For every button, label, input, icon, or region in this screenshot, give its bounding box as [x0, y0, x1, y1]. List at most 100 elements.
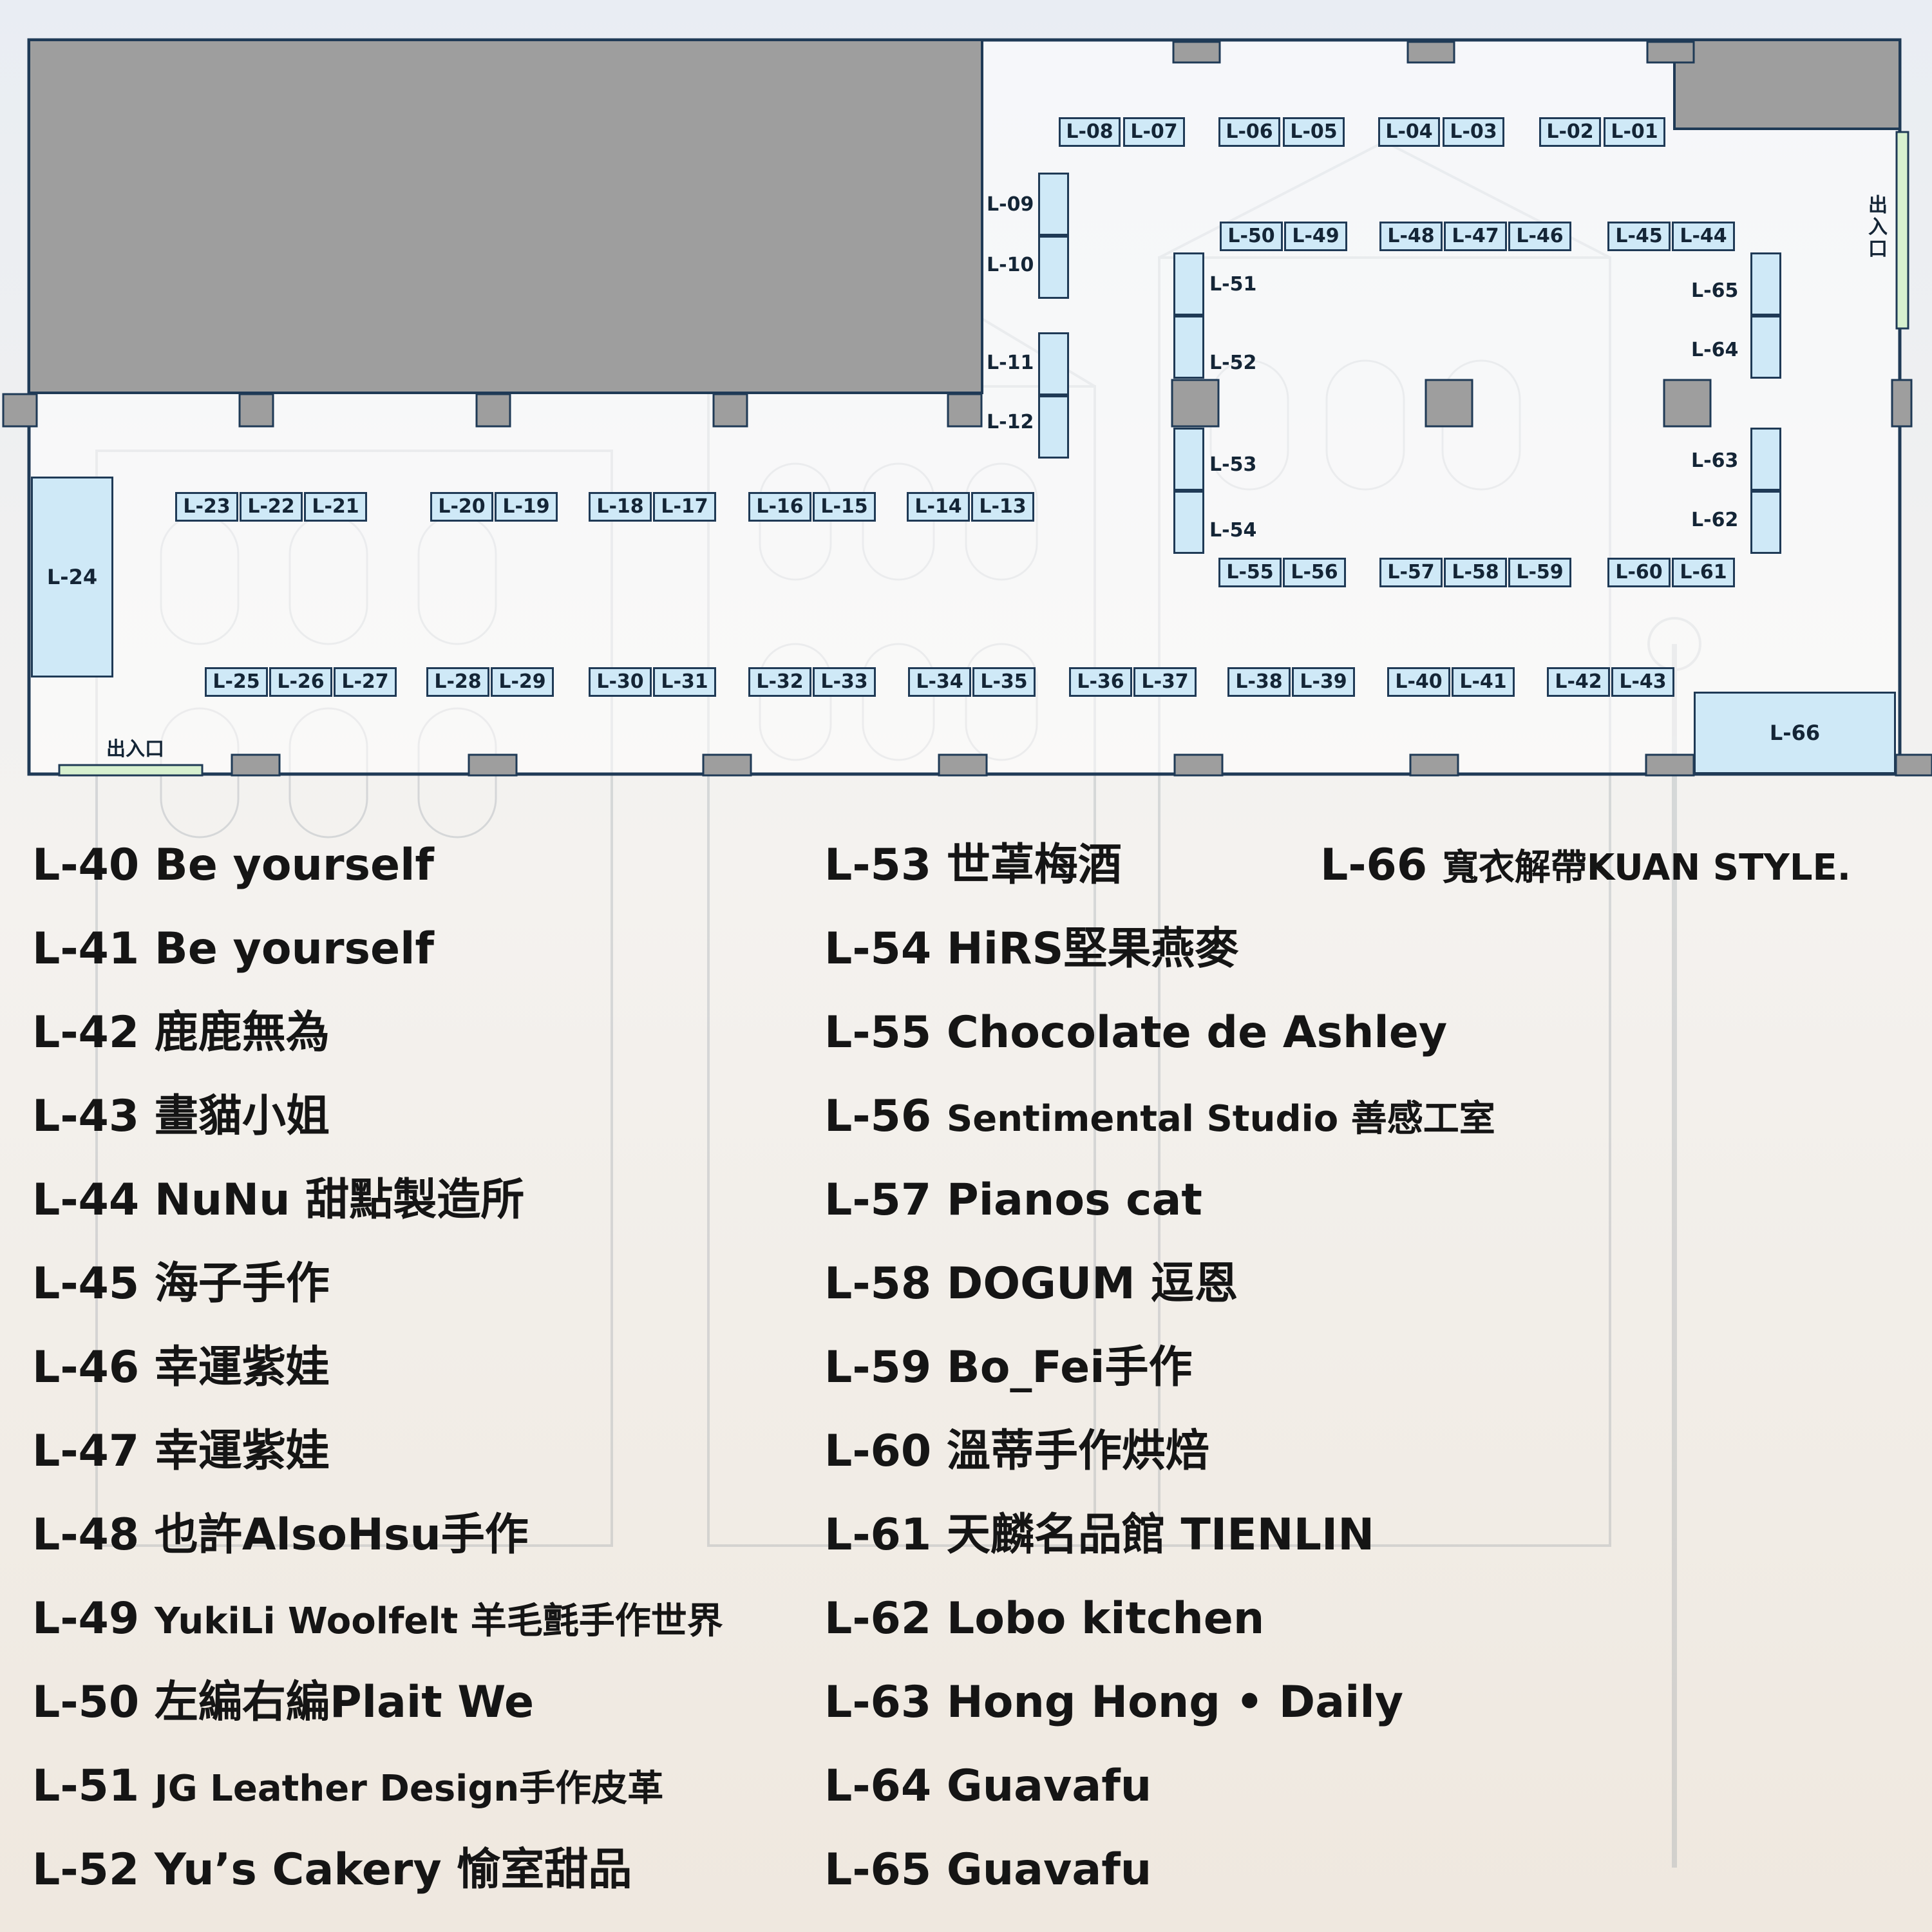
booth-l-44[interactable]: L-44 [1672, 222, 1735, 251]
legend-item: L-62 Lobo kitchen [824, 1593, 1265, 1644]
legend-item: L-60 溫蒂手作烘焙 [824, 1426, 1209, 1477]
reserved-area [28, 39, 983, 394]
exit-label-right: 出入口 [1864, 194, 1887, 260]
booth-l-49[interactable]: L-49 [1284, 222, 1347, 251]
booth-l-58[interactable]: L-58 [1444, 558, 1507, 587]
booth-l-05[interactable]: L-05 [1283, 117, 1345, 147]
booth-l-20[interactable]: L-20 [430, 492, 493, 522]
booth-l-37[interactable]: L-37 [1133, 667, 1197, 697]
booth-l-40[interactable]: L-40 [1387, 667, 1450, 697]
booth-l-19[interactable]: L-19 [495, 492, 558, 522]
booth-label-l54: L-54 [1209, 519, 1257, 542]
booth-l-27[interactable]: L-27 [334, 667, 397, 697]
booth-l-46[interactable]: L-46 [1508, 222, 1571, 251]
booth-l-55[interactable]: L-55 [1218, 558, 1282, 587]
booth-l-47[interactable]: L-47 [1444, 222, 1507, 251]
exit-door-bottom [58, 764, 204, 777]
booth-l-04[interactable]: L-04 [1378, 117, 1440, 147]
booth-l-62[interactable] [1750, 491, 1781, 554]
booth-l-13[interactable]: L-13 [971, 492, 1034, 522]
booth-l-03[interactable]: L-03 [1443, 117, 1504, 147]
booth-l-45[interactable]: L-45 [1607, 222, 1671, 251]
booth-label-l11: L-11 [987, 352, 1034, 374]
booth-l-26[interactable]: L-26 [269, 667, 332, 697]
legend-item: L-65 Guavafu [824, 1844, 1152, 1895]
legend-item: L-66 寬衣解帶KUAN STYLE. [1320, 840, 1852, 891]
legend-item: L-47 幸運紫娃 [32, 1426, 330, 1477]
booth-label-l51: L-51 [1209, 273, 1257, 296]
booth-l-06[interactable]: L-06 [1218, 117, 1280, 147]
booth-l-14[interactable]: L-14 [907, 492, 970, 522]
legend-item: L-50 左編右編Plait We [32, 1677, 535, 1728]
booth-l-35[interactable]: L-35 [972, 667, 1036, 697]
legend-item: L-58 DOGUM 逗恩 [824, 1258, 1238, 1309]
booth-l-51[interactable] [1173, 252, 1204, 316]
booth-l-30[interactable]: L-30 [589, 667, 652, 697]
booth-l-31[interactable]: L-31 [653, 667, 716, 697]
legend-item: L-45 海子手作 [32, 1258, 330, 1309]
booth-l-17[interactable]: L-17 [653, 492, 716, 522]
booth-label-l52: L-52 [1209, 352, 1257, 374]
booth-label-l62: L-62 [1691, 509, 1739, 531]
booth-l-24[interactable]: L-24 [31, 477, 113, 677]
booth-l-18[interactable]: L-18 [589, 492, 652, 522]
booth-l-08[interactable]: L-08 [1059, 117, 1121, 147]
booth-l-28[interactable]: L-28 [426, 667, 489, 697]
booth-l-54[interactable] [1173, 491, 1204, 554]
booth-l-65[interactable] [1750, 252, 1781, 316]
legend-item: L-40 Be yourself [32, 840, 434, 891]
booth-l-12[interactable] [1038, 395, 1069, 459]
legend-item: L-63 Hong Hong • Daily [824, 1677, 1404, 1728]
booth-l-16[interactable]: L-16 [748, 492, 811, 522]
booth-l-01[interactable]: L-01 [1604, 117, 1665, 147]
booth-label-l10: L-10 [987, 254, 1034, 276]
booth-l-36[interactable]: L-36 [1069, 667, 1132, 697]
booth-l-42[interactable]: L-42 [1547, 667, 1610, 697]
booth-l-23[interactable]: L-23 [175, 492, 238, 522]
vendor-legend: L-40 Be yourself L-41 Be yourself L-42 鹿… [0, 818, 1932, 1913]
legend-item: L-55 Chocolate de Ashley [824, 1007, 1448, 1058]
booth-l-32[interactable]: L-32 [748, 667, 811, 697]
booth-l-09[interactable] [1038, 173, 1069, 236]
booth-l-41[interactable]: L-41 [1452, 667, 1515, 697]
pillars [2, 41, 1932, 777]
booth-l-34[interactable]: L-34 [908, 667, 971, 697]
booth-label-l63: L-63 [1691, 450, 1739, 472]
booth-l-52[interactable] [1173, 316, 1204, 379]
booth-l-57[interactable]: L-57 [1379, 558, 1443, 587]
legend-item: L-64 Guavafu [824, 1761, 1152, 1812]
booth-label-l12: L-12 [987, 411, 1034, 433]
booth-l-64[interactable] [1750, 316, 1781, 379]
booth-l-07[interactable]: L-07 [1123, 117, 1185, 147]
legend-item: L-44 NuNu 甜點製造所 [32, 1175, 525, 1226]
booth-l-22[interactable]: L-22 [240, 492, 303, 522]
reserved-area-corner [1673, 39, 1901, 130]
booth-l-63[interactable] [1750, 428, 1781, 491]
booth-l-21[interactable]: L-21 [304, 492, 367, 522]
booth-l-59[interactable]: L-59 [1508, 558, 1571, 587]
booth-l-25[interactable]: L-25 [205, 667, 268, 697]
booth-l-60[interactable]: L-60 [1607, 558, 1671, 587]
booth-l-66[interactable]: L-66 [1694, 692, 1896, 774]
legend-item: L-49 YukiLi Woolfelt 羊毛氈手作世界 [32, 1593, 723, 1644]
booth-l-33[interactable]: L-33 [813, 667, 876, 697]
legend-item: L-59 Bo_Fei手作 [824, 1342, 1193, 1393]
booth-l-50[interactable]: L-50 [1220, 222, 1283, 251]
booth-l-29[interactable]: L-29 [491, 667, 554, 697]
booth-label-l65: L-65 [1691, 279, 1739, 302]
booth-l-53[interactable] [1173, 428, 1204, 491]
booth-l-39[interactable]: L-39 [1292, 667, 1355, 697]
booth-l-10[interactable] [1038, 236, 1069, 299]
booth-l-38[interactable]: L-38 [1227, 667, 1291, 697]
legend-item: L-52 Yu’s Cakery 愉室甜品 [32, 1844, 632, 1895]
booth-l-43[interactable]: L-43 [1611, 667, 1674, 697]
booth-l-02[interactable]: L-02 [1539, 117, 1601, 147]
booth-l-15[interactable]: L-15 [813, 492, 876, 522]
booth-l-11[interactable] [1038, 332, 1069, 395]
booth-l-48[interactable]: L-48 [1379, 222, 1443, 251]
legend-item: L-42 鹿鹿無為 [32, 1007, 330, 1058]
booth-l-61[interactable]: L-61 [1672, 558, 1735, 587]
booth-l-56[interactable]: L-56 [1283, 558, 1346, 587]
